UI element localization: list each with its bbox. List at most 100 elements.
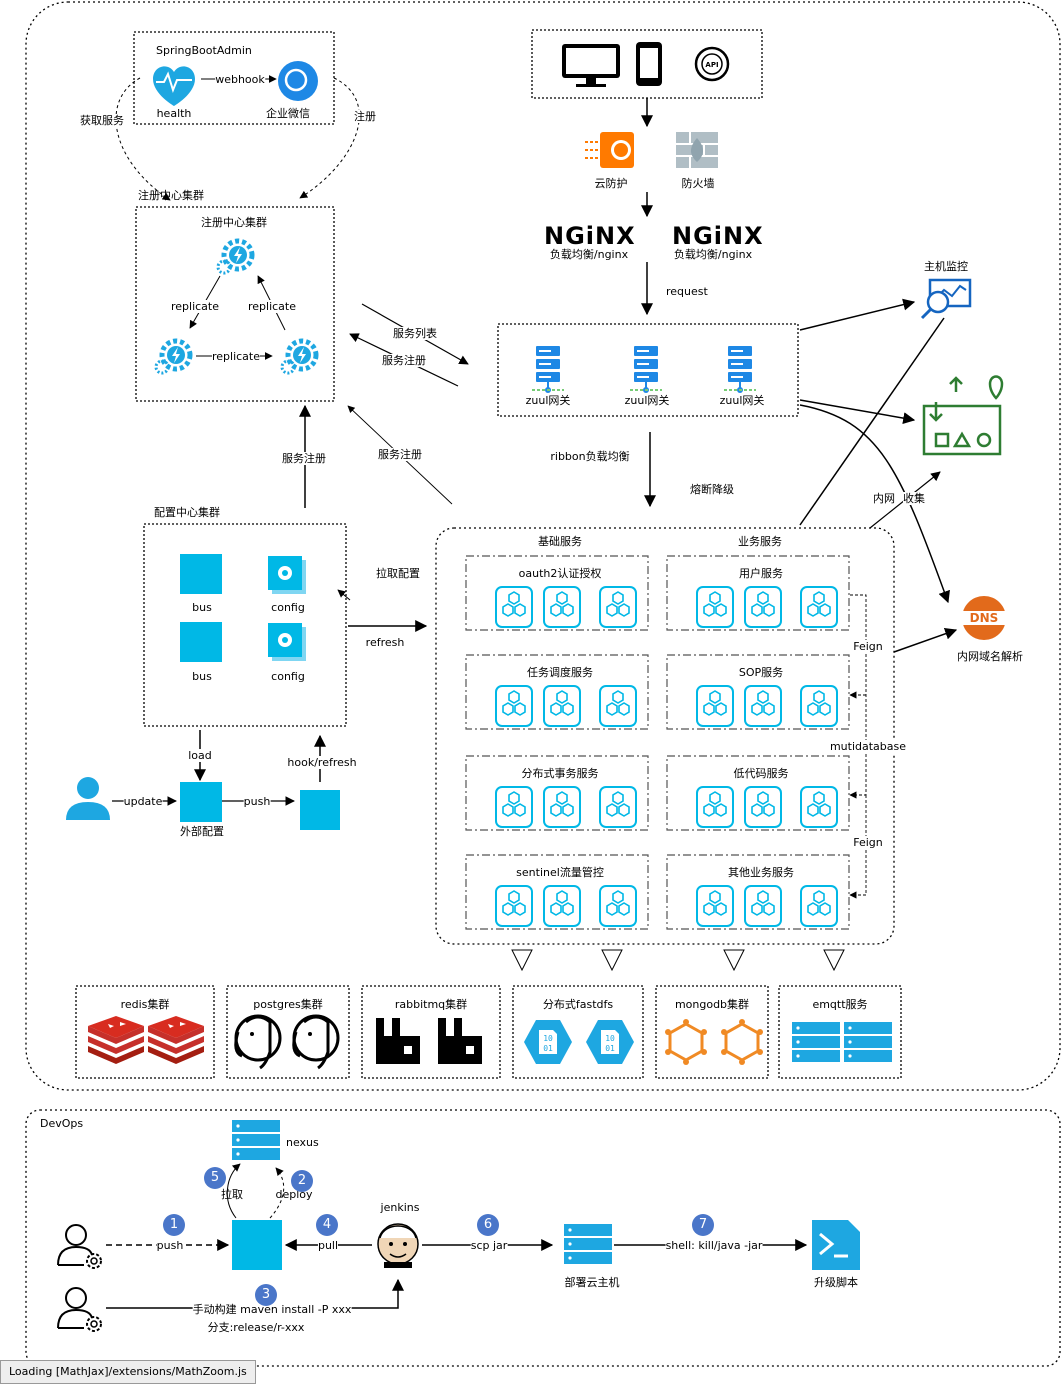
system-boundary	[25, 1, 1061, 1091]
step-badge: 7	[692, 1214, 714, 1236]
scp-label: scp jar	[470, 1239, 508, 1252]
firewall-icon	[676, 132, 718, 168]
config-title: 配置中心集群	[154, 506, 220, 519]
rabbitmq-icon	[376, 1018, 420, 1064]
eureka-node-icon	[218, 241, 252, 273]
postgres-icon	[292, 1014, 340, 1070]
mongodb-icon	[663, 1017, 709, 1067]
wechat-label: 企业微信	[266, 107, 310, 120]
mutidatabase-label: mutidatabase	[829, 740, 907, 753]
rabbitmq-icon	[438, 1018, 482, 1064]
host-monitor-label: 主机监控	[924, 260, 968, 273]
emqtt-rack-icon	[792, 1022, 840, 1062]
mongodb-icon	[719, 1017, 765, 1067]
push-label: push	[156, 1239, 184, 1252]
step-badge: 3	[255, 1284, 277, 1306]
replicate-label: replicate	[211, 350, 261, 363]
status-bar: Loading [MathJax]/extensions/MathZoom.js	[0, 1360, 256, 1384]
service-group	[465, 555, 649, 631]
service-group-label: 用户服务	[739, 567, 783, 580]
service-group	[666, 854, 850, 930]
microservice-icon	[696, 685, 734, 727]
microservice-icon	[744, 786, 782, 828]
devops-boundary	[25, 1109, 1061, 1367]
redis-box	[75, 985, 215, 1079]
nginx-label: 负载均衡/nginx	[549, 248, 629, 261]
bus-icon	[180, 622, 222, 662]
services-box	[435, 527, 895, 945]
service-register-label: 服务注册	[282, 452, 326, 465]
service-group-label: sentinel流量管控	[516, 866, 604, 879]
microservice-icon	[696, 786, 734, 828]
service-group-label: oauth2认证授权	[518, 567, 602, 580]
eureka-node-icon	[282, 341, 316, 373]
fuse-label: 熔断降级	[690, 483, 734, 496]
step-badge: 5	[204, 1167, 226, 1189]
fastdfs-icon	[524, 1020, 572, 1064]
update-label: update	[123, 795, 163, 808]
config-icon	[268, 623, 306, 661]
ribbon-label: ribbon负载均衡	[550, 450, 630, 463]
get-services-link	[115, 77, 171, 201]
nginx-label: 负载均衡/nginx	[673, 248, 753, 261]
nginx-logo: NGiNX	[672, 222, 764, 250]
step-badge: 4	[316, 1214, 338, 1236]
infra-label-mongodb: mongodb集群	[674, 998, 750, 1011]
postgres-box	[226, 985, 350, 1079]
microservice-icon	[495, 885, 533, 927]
step-badge: 2	[291, 1170, 313, 1192]
service-group-label: 其他业务服务	[728, 866, 794, 879]
microservice-icon	[800, 786, 838, 828]
redis-icon	[148, 1016, 204, 1064]
infra-label-postgres: postgres集群	[253, 998, 323, 1011]
dns-icon: DNS	[962, 596, 1006, 640]
feign-label: Feign	[853, 836, 883, 849]
postgres-icon	[234, 1014, 282, 1070]
service-group-label: 分布式事务服务	[521, 767, 599, 780]
push-label: push	[243, 795, 271, 808]
developer-icon	[57, 1224, 102, 1269]
service-group	[666, 654, 850, 730]
bus-label: bus	[192, 670, 212, 683]
microservice-icon	[696, 885, 734, 927]
emqtt-box	[778, 985, 902, 1079]
wechat-icon	[278, 61, 318, 101]
infra-label-rabbitmq: rabbitmq集群	[394, 998, 468, 1011]
service-group	[465, 755, 649, 831]
bus-label: bus	[192, 601, 212, 614]
service-register-label: 服务注册	[382, 354, 426, 367]
deploy-host-label: 部署云主机	[564, 1276, 620, 1289]
zuul-server-icon	[629, 345, 663, 394]
bus-icon	[180, 554, 222, 594]
git-repo-icon	[232, 1220, 282, 1270]
nexus-server-icon	[232, 1120, 280, 1160]
cloud-protect-icon	[585, 132, 634, 168]
infra-label-emqtt: emqtt服务	[812, 998, 868, 1011]
api-icon: API	[694, 46, 730, 82]
get-services-label: 获取服务	[80, 114, 124, 127]
shell-label: shell: kill/java -jar	[665, 1239, 763, 1252]
pull-from-nexus-label: 拉取	[221, 1188, 243, 1201]
upgrade-script-icon	[812, 1220, 860, 1270]
monitor-icon	[562, 44, 620, 87]
developer-icon	[57, 1287, 102, 1332]
zuul-label: zuul网关	[719, 394, 765, 407]
nginx-logo: NGiNX	[544, 222, 636, 250]
fastdfs-icon	[586, 1020, 634, 1064]
upgrade-script-label: 升级脚本	[814, 1276, 858, 1289]
zuul-label: zuul网关	[525, 394, 571, 407]
pull-label: pull	[317, 1239, 339, 1252]
health-label: health	[156, 107, 192, 120]
zuul-server-icon	[723, 345, 757, 394]
svg-text:DNS: DNS	[970, 611, 999, 625]
hook-refresh-label: hook/refresh	[287, 756, 357, 769]
microservice-icon	[696, 586, 734, 628]
microservice-icon	[599, 685, 637, 727]
external-config-icon	[180, 782, 222, 822]
basic-services-title: 基础服务	[538, 535, 582, 548]
microservice-icon	[543, 885, 581, 927]
git-repo-icon	[300, 790, 340, 830]
microservice-icon	[495, 786, 533, 828]
microservice-icon	[800, 685, 838, 727]
request-label: request	[666, 285, 708, 298]
